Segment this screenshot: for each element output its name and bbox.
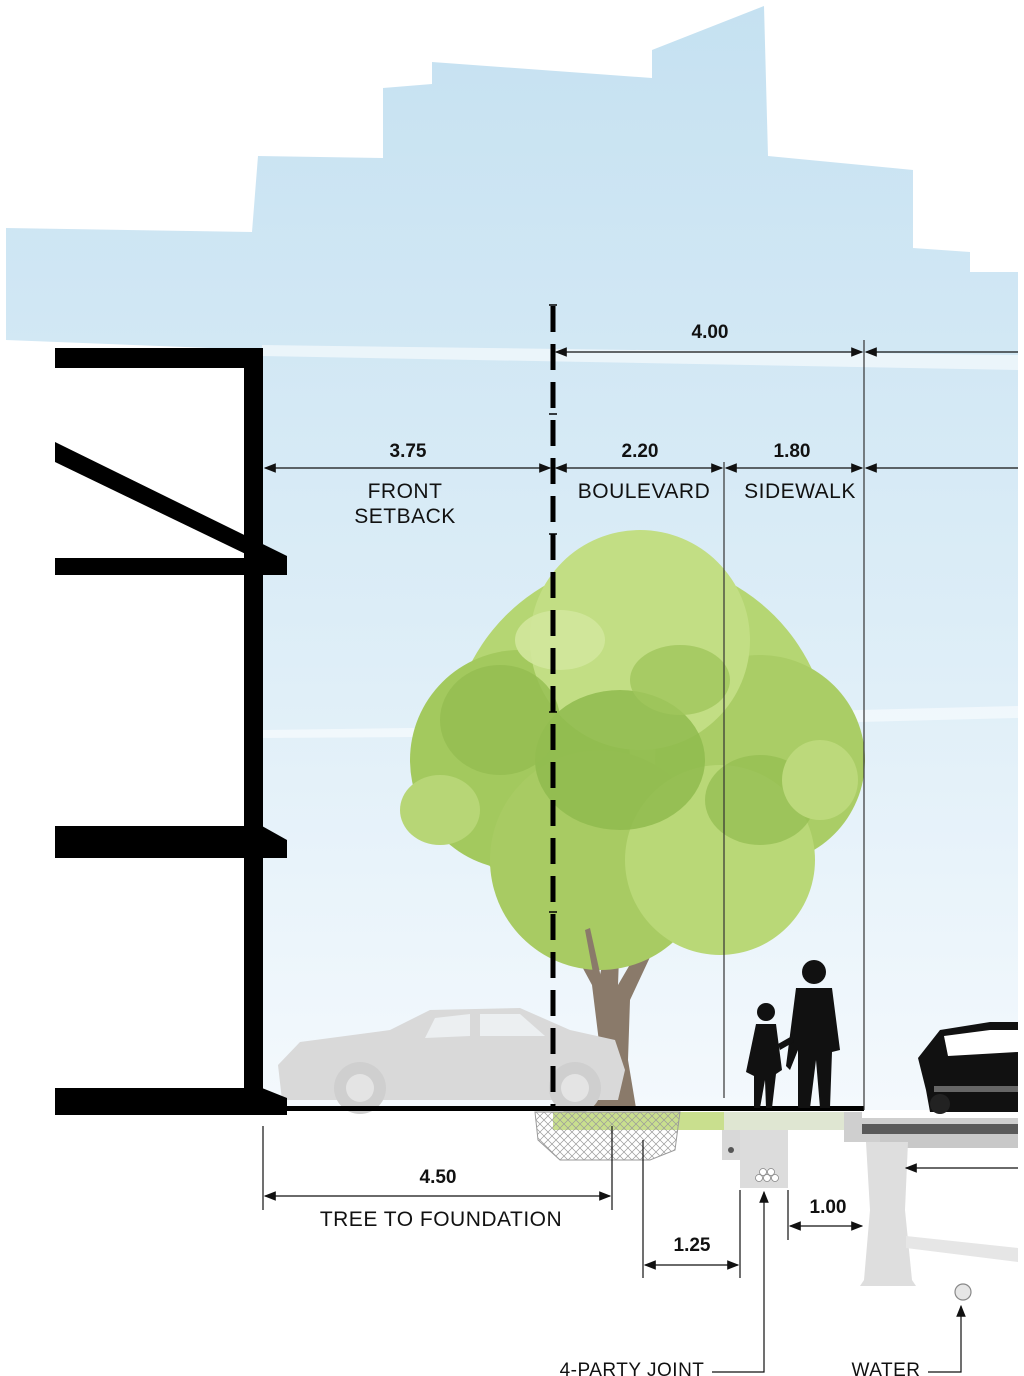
building-section	[55, 348, 864, 1115]
stair-diagonal	[55, 442, 287, 574]
curb-footing	[860, 1142, 916, 1286]
ground-floor-slab	[55, 1088, 287, 1115]
dim-joint-to-curb: 1.00	[810, 1197, 847, 1218]
dim-tree-to-foundation: 4.50	[420, 1167, 457, 1188]
road-surface	[862, 1124, 1018, 1134]
utility-box-small	[722, 1130, 740, 1160]
dim-boulevard: 2.20	[622, 441, 659, 462]
label-front-setback-2: SETBACK	[354, 505, 456, 528]
grade-line	[262, 1106, 864, 1111]
curb	[844, 1112, 1018, 1142]
label-tree-to-foundation: TREE TO FOUNDATION	[320, 1208, 562, 1231]
water-main	[954, 1283, 972, 1301]
dim-sidewalk: 1.80	[774, 441, 811, 462]
callout-four-party-joint: 4-PARTY JOINT	[560, 1360, 705, 1376]
joint-leader	[712, 1190, 769, 1373]
parked-car-silhouette	[278, 1008, 625, 1114]
dim-overall: 4.00	[692, 322, 729, 343]
root-zone	[534, 1111, 681, 1161]
label-boulevard: BOULEVARD	[578, 480, 710, 503]
pedestrians	[746, 960, 840, 1108]
child-pedestrian	[746, 1003, 794, 1108]
dimension-lines	[262, 347, 1018, 1373]
building-wall	[244, 348, 263, 1110]
road-car	[918, 1022, 1018, 1114]
ground-section	[534, 1111, 1018, 1301]
road-base	[880, 1134, 1018, 1148]
roof-slab	[55, 348, 263, 368]
sidewalk-strip	[724, 1112, 844, 1130]
label-sidewalk: SIDEWALK	[744, 480, 856, 503]
adult-pedestrian	[786, 960, 840, 1108]
street-tree	[400, 530, 865, 1108]
water-pipe-sleeve	[906, 1236, 1018, 1262]
floor-slab-upper	[55, 558, 287, 575]
callout-water: WATER	[852, 1360, 921, 1376]
label-front-setback-1: FRONT	[368, 480, 443, 503]
property-line-ticks	[549, 304, 557, 913]
conduit-bundle	[755, 1168, 779, 1182]
floor-slab-middle	[55, 826, 287, 858]
dim-tree-to-joint: 1.25	[674, 1235, 711, 1256]
tree-canopy	[400, 530, 865, 970]
water-leader	[928, 1304, 966, 1373]
dim-front-setback: 3.75	[390, 441, 427, 462]
